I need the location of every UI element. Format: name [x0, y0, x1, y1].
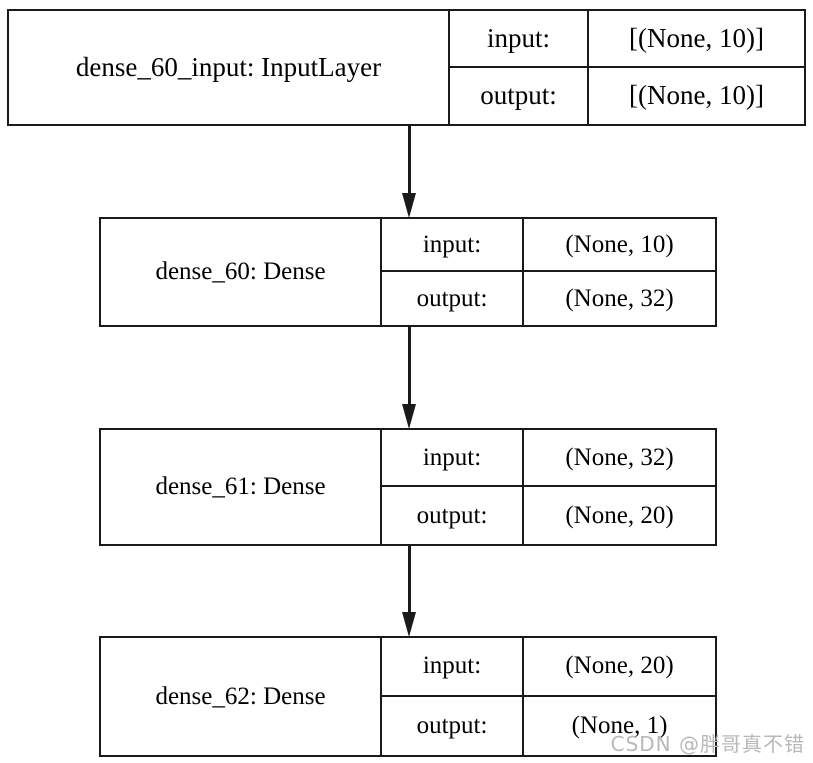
output-shape-value: (None, 20) — [565, 501, 674, 529]
layer-node-title: dense_61: Dense — [101, 430, 382, 544]
input-label: input: — [382, 430, 524, 485]
layer-node-dense-60-input[interactable]: dense_60_input: InputLayer input: [(None… — [7, 9, 806, 126]
layer-node-title: dense_60: Dense — [101, 219, 382, 325]
layer-node-output-row: output: (None, 32) — [382, 272, 715, 325]
output-shape-value: [(None, 10)] — [629, 80, 764, 111]
arrow-shaft — [408, 546, 411, 615]
layer-node-input-row: input: (None, 10) — [382, 219, 715, 272]
arrow-head-icon — [402, 404, 416, 429]
arrow-shaft — [408, 126, 411, 196]
arrow-head-icon — [402, 193, 416, 218]
input-label: input: — [382, 219, 524, 270]
layer-node-io-table: input: [(None, 10)] output: [(None, 10)] — [450, 11, 804, 124]
layer-node-output-row: output: (None, 1) — [382, 696, 715, 755]
input-shape-value: (None, 10) — [565, 230, 674, 258]
layer-node-input-row: input: (None, 20) — [382, 638, 715, 697]
edge-arrow-dense-61-to-dense-62 — [402, 546, 417, 637]
arrow-shaft — [408, 327, 411, 407]
layer-node-dense-61[interactable]: dense_61: Dense input: (None, 32) output… — [99, 428, 717, 546]
layer-node-output-row: output: (None, 20) — [382, 487, 715, 544]
output-shape-value: (None, 1) — [571, 711, 668, 739]
output-label: output: — [382, 272, 524, 325]
layer-node-io-table: input: (None, 32) output: (None, 20) — [382, 430, 715, 544]
layer-node-io-table: input: (None, 20) output: (None, 1) — [382, 638, 715, 755]
arrow-head-icon — [402, 612, 416, 637]
input-shape-value: [(None, 10)] — [629, 22, 764, 53]
layer-node-input-row: input: (None, 32) — [382, 430, 715, 487]
layer-node-dense-62[interactable]: dense_62: Dense input: (None, 20) output… — [99, 636, 717, 757]
layer-node-title: dense_62: Dense — [101, 638, 382, 755]
input-shape-value: (None, 32) — [565, 443, 674, 471]
layer-node-input-row: input: [(None, 10)] — [450, 11, 804, 68]
output-label: output: — [450, 67, 589, 124]
output-label: output: — [382, 696, 524, 755]
edge-arrow-dense-60-to-dense-61 — [402, 327, 417, 429]
input-label: input: — [450, 11, 589, 66]
edge-arrow-dense-60-input-to-dense-60 — [402, 126, 417, 218]
layer-node-output-row: output: [(None, 10)] — [450, 67, 804, 124]
output-label: output: — [382, 487, 524, 544]
input-label: input: — [382, 638, 524, 695]
output-shape-value: (None, 32) — [565, 284, 674, 312]
layer-node-title: dense_60_input: InputLayer — [9, 11, 450, 124]
input-shape-value: (None, 20) — [565, 652, 674, 680]
layer-node-io-table: input: (None, 10) output: (None, 32) — [382, 219, 715, 325]
layer-node-dense-60[interactable]: dense_60: Dense input: (None, 10) output… — [99, 217, 717, 327]
